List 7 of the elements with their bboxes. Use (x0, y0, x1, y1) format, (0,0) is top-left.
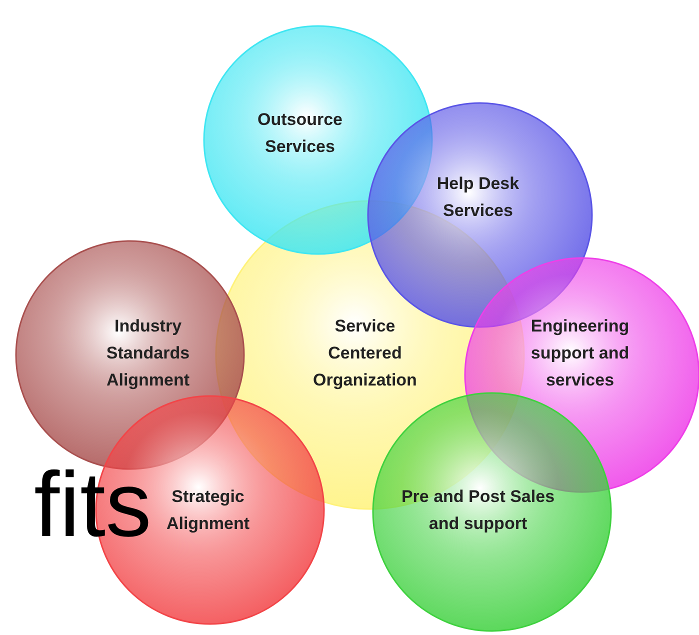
circle-label: Service Centered Organization (312, 316, 418, 392)
circle-label: Engineering support and services (530, 316, 630, 392)
circle-label: Outsource Services (256, 109, 344, 158)
circle-label: Help Desk Services (436, 173, 520, 222)
circle-label: Strategic Alignment (165, 486, 251, 535)
circle-label: Pre and Post Sales and support (400, 486, 556, 535)
circle-label: Industry Standards Alignment (105, 316, 191, 392)
